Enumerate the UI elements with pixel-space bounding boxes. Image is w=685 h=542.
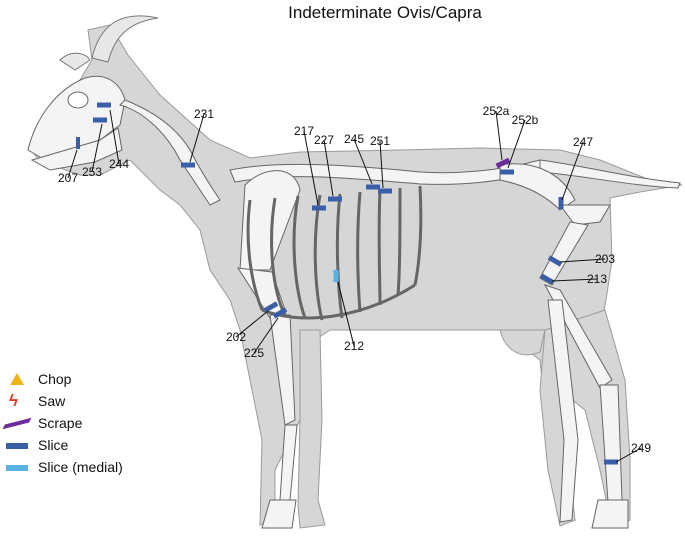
legend-label-slice: Slice — [38, 437, 68, 453]
cut-mark-249 — [604, 460, 618, 465]
mark-label-212: 212 — [344, 339, 364, 353]
mark-label-253: 253 — [82, 165, 102, 179]
cut-mark-212 — [334, 270, 339, 282]
udder-silhouette — [500, 330, 545, 355]
mark-label-227: 227 — [314, 133, 334, 147]
mark-label-251: 251 — [370, 134, 390, 148]
cut-mark-253 — [93, 118, 107, 123]
cut-mark-207 — [76, 137, 80, 149]
legend-item-slice-medial: Slice (medial) — [6, 456, 123, 478]
mark-label-249: 249 — [631, 441, 651, 455]
cut-mark-217 — [312, 206, 326, 211]
mark-label-245: 245 — [344, 132, 364, 146]
mark-label-217: 217 — [294, 124, 314, 138]
mark-label-203: 203 — [595, 252, 615, 266]
mark-label-231: 231 — [194, 107, 214, 121]
eye-orbit — [68, 92, 88, 108]
legend-item-slice: Slice — [6, 434, 123, 456]
mark-label-225: 225 — [244, 346, 264, 360]
mark-label-252b: 252b — [512, 113, 539, 127]
hind-hoof — [592, 500, 628, 528]
mark-label-252a: 252a — [483, 104, 510, 118]
mark-label-207: 207 — [58, 171, 78, 185]
scrape-icon — [6, 415, 30, 431]
mark-label-202: 202 — [226, 330, 246, 344]
cut-mark-245 — [366, 185, 380, 190]
cut-mark-251 — [378, 189, 392, 194]
legend-label-chop: Chop — [38, 371, 71, 387]
cut-mark-231 — [181, 163, 195, 168]
slice-icon — [6, 437, 30, 453]
saw-icon: ϟ — [6, 393, 30, 409]
diagram-title: Indeterminate Ovis/Capra — [0, 3, 685, 23]
slice-medial-icon — [6, 459, 30, 475]
mark-label-244: 244 — [109, 157, 129, 171]
cut-mark-252b — [500, 170, 514, 175]
chop-icon — [6, 371, 30, 387]
legend-label-saw: Saw — [38, 393, 65, 409]
cut-mark-227 — [328, 197, 342, 202]
ear — [60, 53, 90, 70]
front-leg-silhouette — [298, 330, 325, 528]
mark-label-213: 213 — [587, 272, 607, 286]
goat-body-silhouette — [30, 25, 682, 525]
legend: Chop ϟ Saw Scrape Slice Slice (medial) — [6, 368, 123, 478]
legend-item-chop: Chop — [6, 368, 123, 390]
legend-label-slice-medial: Slice (medial) — [38, 459, 123, 475]
legend-item-scrape: Scrape — [6, 412, 123, 434]
cut-mark-244 — [97, 103, 111, 108]
legend-label-scrape: Scrape — [38, 415, 82, 431]
legend-item-saw: ϟ Saw — [6, 390, 123, 412]
mark-label-247: 247 — [573, 135, 593, 149]
